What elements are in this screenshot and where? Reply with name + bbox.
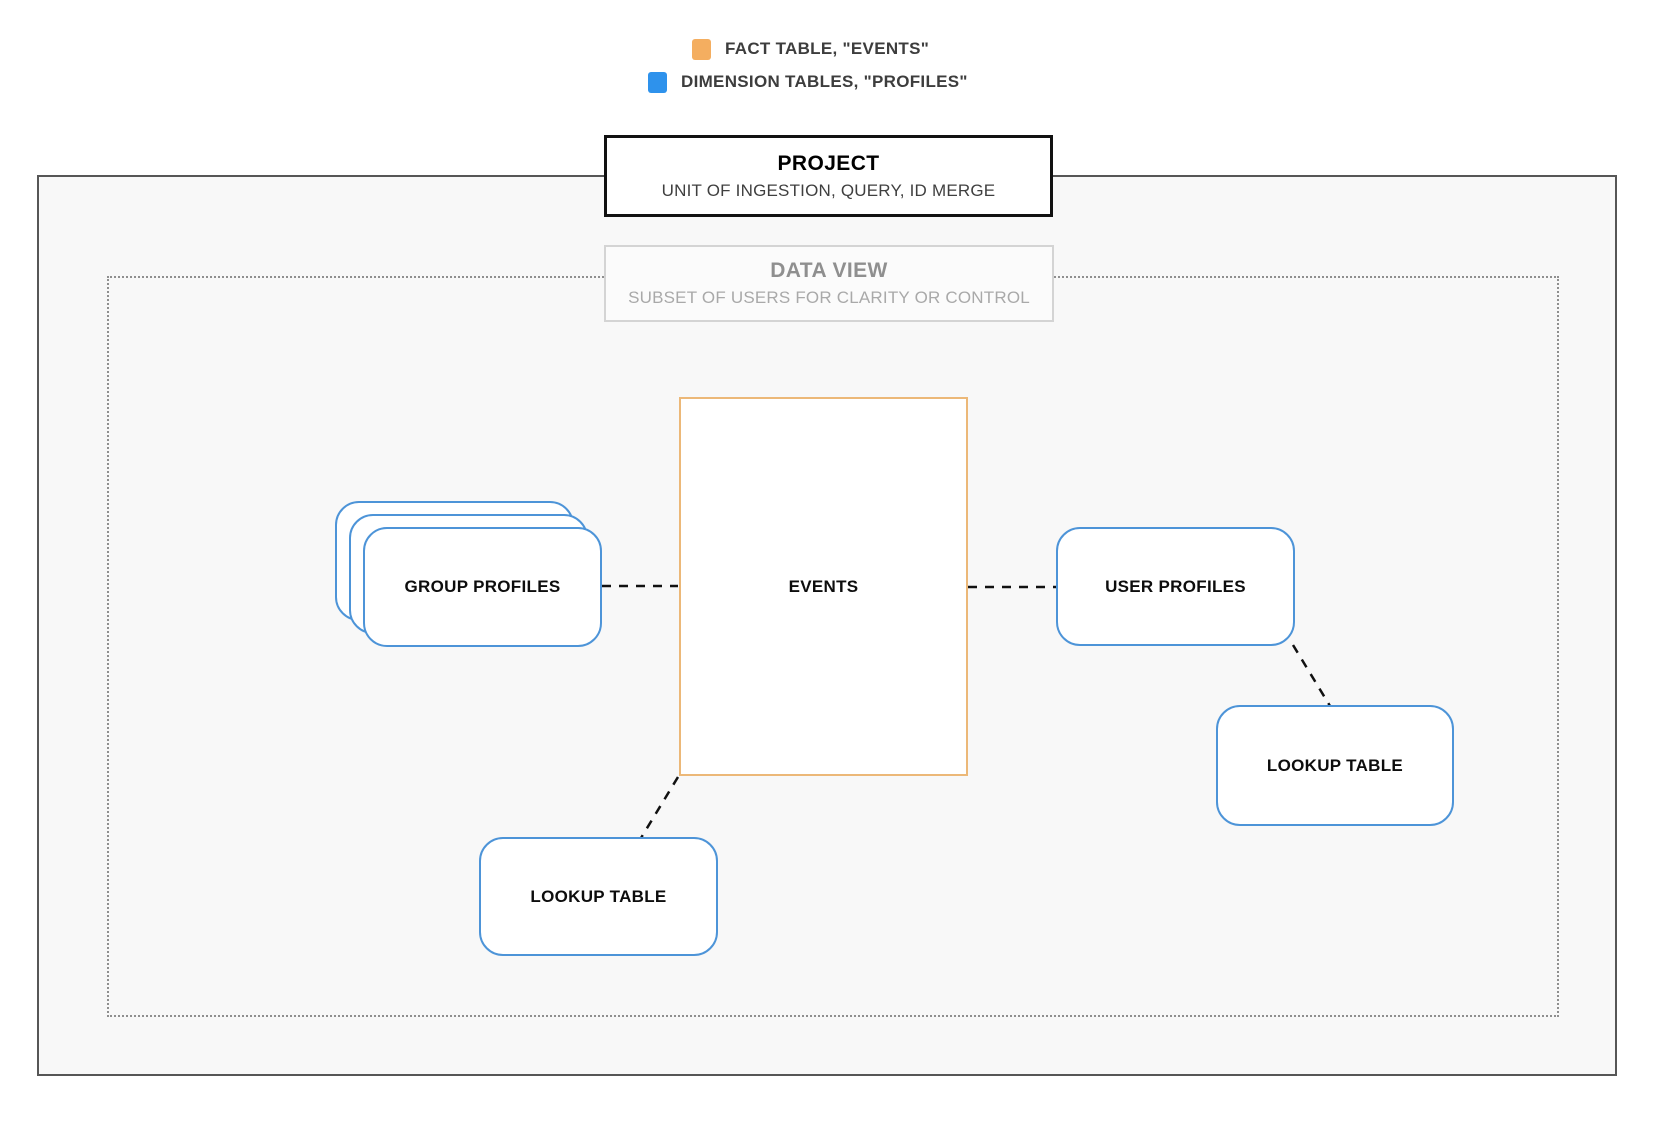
- user-profiles-label: USER PROFILES: [1105, 576, 1246, 596]
- data-view-subtitle: SUBSET OF USERS FOR CLARITY OR CONTROL: [628, 288, 1030, 307]
- legend-dimension-tables-label: DIMENSION TABLES, "PROFILES": [681, 72, 968, 91]
- user-profiles-node: USER PROFILES: [1056, 527, 1295, 646]
- data-view-title: DATA VIEW: [770, 259, 888, 282]
- fact-table-swatch-icon: [692, 38, 711, 60]
- data-view-header-box: DATA VIEW SUBSET OF USERS FOR CLARITY OR…: [604, 245, 1054, 322]
- project-title: PROJECT: [777, 151, 880, 175]
- dimension-tables-swatch-icon: [648, 71, 667, 93]
- group-profiles-node: GROUP PROFILES: [363, 527, 602, 647]
- lookup-table-bottom-label: LOOKUP TABLE: [530, 886, 667, 906]
- legend-item-dimension-tables: DIMENSION TABLES, "PROFILES": [648, 70, 968, 94]
- legend-item-fact-table: FACT TABLE, "EVENTS": [692, 37, 929, 61]
- lookup-table-right-node: LOOKUP TABLE: [1216, 705, 1454, 826]
- project-header-box: PROJECT UNIT OF INGESTION, QUERY, ID MER…: [604, 135, 1053, 217]
- group-profiles-label: GROUP PROFILES: [404, 577, 561, 596]
- project-subtitle: UNIT OF INGESTION, QUERY, ID MERGE: [661, 180, 996, 200]
- events-label: EVENTS: [788, 576, 859, 596]
- lookup-table-right-label: LOOKUP TABLE: [1266, 755, 1404, 775]
- events-node: EVENTS: [679, 397, 968, 776]
- legend-fact-table-label: FACT TABLE, "EVENTS": [725, 39, 930, 58]
- lookup-table-bottom-node: LOOKUP TABLE: [479, 837, 718, 956]
